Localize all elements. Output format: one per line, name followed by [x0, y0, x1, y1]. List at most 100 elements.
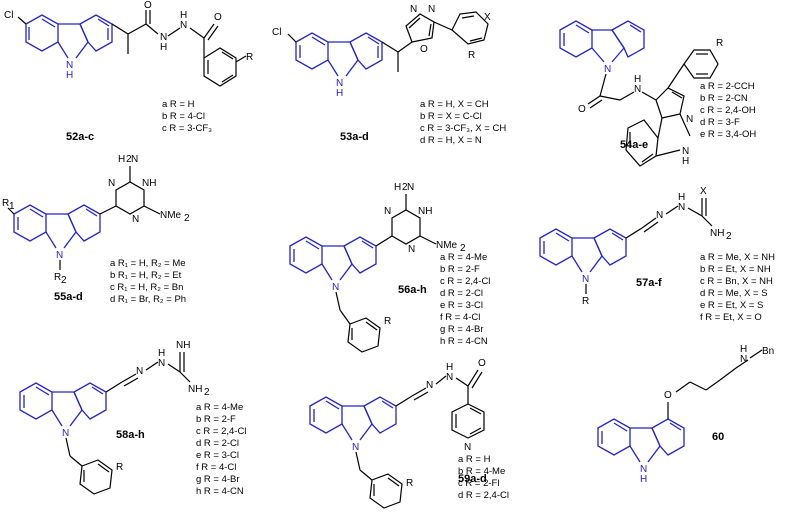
substituent-56h: h R = 4-CN — [440, 336, 488, 347]
substituent-59b: b R = 4-Me — [458, 466, 505, 477]
atom-n-59c: N — [464, 442, 471, 453]
structure-60: N H O N H Bn 60 — [597, 344, 774, 485]
atom-o-52a: O — [144, 0, 152, 11]
atom-nh-55: NH — [142, 178, 156, 189]
atom-nh2-index-58: 2 — [204, 387, 210, 398]
atom-n-60: N — [640, 464, 647, 475]
substituent-56e: e R = 3-Cl — [440, 300, 483, 311]
atom-nme2-55: NMe — [160, 210, 182, 221]
structure-57: N R N N H X NH 2 57a-f a R = Me, X = NH … — [539, 186, 775, 323]
substituent-54a: a R = 2-CCH — [700, 81, 755, 92]
substituent-55c: c R₁ = H, R₂ = Bn — [110, 282, 183, 293]
substituent-53a: a R = H, X = CH — [420, 99, 489, 110]
atom-r-52: R — [246, 52, 253, 63]
substituent-58e: e R = 3-Cl — [196, 450, 239, 461]
substituent-53c: c R = 3-CF₃, X = CH — [420, 123, 506, 134]
substituent-55b: b R₁ = H, R₂ = Et — [110, 270, 182, 281]
atom-n-53: N — [336, 78, 343, 89]
atom-n-58: N — [62, 428, 69, 439]
substituent-58c: c R = 2,4-Cl — [196, 426, 246, 437]
atom-h-52b: H — [160, 42, 167, 53]
atom-x-57: X — [700, 186, 707, 197]
atom-o-59: O — [478, 358, 486, 369]
atom-nh-58: NH — [176, 340, 190, 351]
atom-h2n-55: H — [118, 154, 125, 165]
compound-label-55: 55a-d — [54, 291, 83, 303]
structure-58: N R N N H NH NH 2 58a-h a R = 4-Me b R =… — [19, 340, 246, 497]
atom-h-53: H — [336, 88, 343, 99]
substituent-59c: c R = 2-Fl — [458, 478, 499, 489]
compound-label-56: 56a-h — [398, 284, 427, 296]
substituent-56d: d R = 2-Cl — [440, 288, 483, 299]
atom-nme2-index-56: 2 — [460, 243, 466, 254]
atom-o-53: O — [420, 44, 428, 55]
atom-r-53: R — [468, 50, 475, 61]
substituent-54e: e R = 3,4-OH — [700, 129, 756, 140]
atom-r2-index-55: 2 — [61, 275, 67, 286]
substituent-54b: b R = 2-CN — [700, 93, 748, 104]
atom-r-58: R — [116, 462, 123, 473]
structure-52: Cl N H O N H N H O R 52a-c a R = H b R =… — [4, 0, 253, 143]
atom-r-56: R — [384, 316, 391, 327]
substituent-54d: d R = 3-F — [700, 117, 740, 128]
atom-n-54c: N — [682, 146, 689, 157]
substituent-58d: d R = 2-Cl — [196, 438, 239, 449]
atom-h-59: H — [446, 362, 453, 373]
atom-n-56b: N — [408, 244, 415, 255]
atom-n-59a: N — [426, 380, 433, 391]
substituent-56g: g R = 4-Br — [440, 324, 484, 335]
atom-n-59b: N — [446, 372, 453, 383]
substituent-59d: d R = 2,4-Cl — [458, 490, 509, 501]
atom-n-57a: N — [656, 210, 663, 221]
substituent-57f: f R = Et, X = O — [700, 312, 762, 323]
atom-n-58a: N — [136, 366, 143, 377]
substituent-55a: a R₁ = H, R₂ = Me — [110, 258, 186, 269]
atom-nh2-57: NH — [710, 228, 724, 239]
atom-nh-56: NH — [418, 206, 432, 217]
atom-n-54b: N — [686, 114, 693, 125]
atom-n-60a: N — [740, 354, 747, 365]
substituent-56c: c R = 2,4-Cl — [440, 276, 490, 287]
atom-n-54: N — [604, 64, 611, 75]
compound-label-53: 53a-d — [340, 131, 369, 143]
atom-n-59: N — [352, 442, 359, 453]
atom-r-59: R — [406, 478, 413, 489]
atom-h-58: H — [158, 348, 165, 359]
atom-cl-53: Cl — [272, 27, 281, 38]
atom-n-56a: N — [384, 206, 391, 217]
atom-nme2-56: NMe — [436, 240, 458, 251]
substituent-57b: b R = Et, X = NH — [700, 264, 771, 275]
structure-53: Cl N H N N O X R 53a-d a R = H, X = CH b… — [272, 4, 506, 146]
structure-54: N O N H N N H R 54a-e a R = 2-CCH b R = … — [559, 20, 756, 167]
atom-n-57: N — [582, 274, 589, 285]
atom-o-54: O — [578, 104, 586, 115]
atom-nh2-58: NH — [188, 384, 202, 395]
atom-r1-index-55: 1 — [9, 201, 15, 212]
atom-nh2-index-57: 2 — [726, 231, 732, 242]
compound-label-57: 57a-f — [636, 277, 662, 289]
compound-label-59: 59a-d — [458, 473, 487, 485]
atom-r2-55: R — [54, 272, 61, 283]
atom-x-53: X — [484, 12, 491, 23]
substituent-58a: a R = 4-Me — [196, 402, 243, 413]
atom-n-52b: N — [160, 32, 167, 43]
atom-n-52: N — [66, 60, 73, 71]
compound-label-54: 54a-e — [620, 139, 648, 151]
atom-n-58b: N — [158, 358, 165, 369]
substituent-52b: b R = 4-Cl — [162, 111, 205, 122]
atom-h-57: H — [678, 192, 685, 203]
substituent-57a: a R = Me, X = NH — [700, 252, 775, 263]
compound-label-58: 58a-h — [116, 429, 145, 441]
substituent-54c: c R = 2,4-OH — [700, 105, 756, 116]
substituent-56a: a R = 4-Me — [440, 252, 487, 263]
atom-h-52c: H — [180, 10, 187, 21]
atom-n-55a: N — [108, 178, 115, 189]
atom-n-53a: N — [410, 4, 417, 15]
atom-r-57: R — [582, 296, 589, 307]
structure-56: N R N NH N H 2 N NMe 2 56a-h a R = 4-Me … — [289, 182, 490, 353]
atom-h-54a: H — [634, 74, 641, 85]
substituent-58f: f R = 4-Cl — [196, 462, 236, 473]
substituent-52a: a R = H — [162, 99, 195, 110]
substituent-53d: d R = H, X = N — [420, 135, 482, 146]
